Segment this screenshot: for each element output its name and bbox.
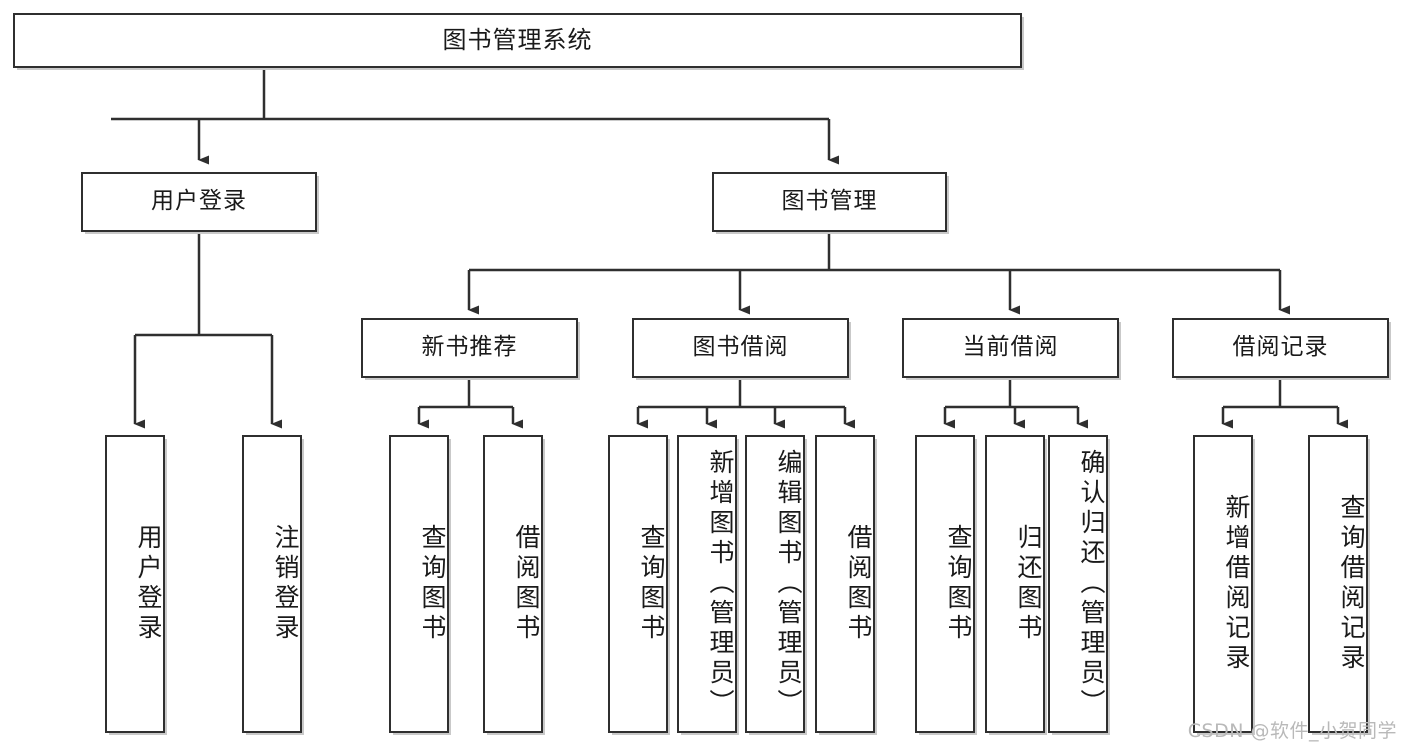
node-label: 查询图书 xyxy=(418,524,447,644)
node-user-login[interactable]: 用户登录 xyxy=(81,172,317,232)
node-label: 图书管理系统 xyxy=(442,26,593,55)
leaf-query-book-current[interactable]: 查询图书 xyxy=(915,435,975,733)
leaf-return-book[interactable]: 归还图书 xyxy=(985,435,1045,733)
node-label: 查询图书 xyxy=(637,524,666,644)
node-root-book-management-system[interactable]: 图书管理系统 xyxy=(13,13,1022,68)
leaf-confirm-return-admin[interactable]: 确认归还（管理员） xyxy=(1048,435,1108,733)
leaf-edit-book-admin[interactable]: 编辑图书（管理员） xyxy=(745,435,805,733)
node-new-book-recommend[interactable]: 新书推荐 xyxy=(361,318,578,378)
node-label: 当前借阅 xyxy=(962,334,1059,361)
leaf-borrow-book[interactable]: 借阅图书 xyxy=(815,435,875,733)
leaf-add-book-admin[interactable]: 新增图书（管理员） xyxy=(677,435,737,733)
leaf-add-borrow-record[interactable]: 新增借阅记录 xyxy=(1193,435,1253,733)
leaf-borrow-book-recommend[interactable]: 借阅图书 xyxy=(483,435,543,733)
leaf-query-borrow-record[interactable]: 查询借阅记录 xyxy=(1308,435,1368,733)
node-label: 借阅记录 xyxy=(1232,334,1329,361)
leaf-query-book-borrow[interactable]: 查询图书 xyxy=(608,435,668,733)
node-current-borrow[interactable]: 当前借阅 xyxy=(902,318,1119,378)
node-label: 新增图书（管理员） xyxy=(706,449,735,719)
node-label: 借阅图书 xyxy=(512,524,541,644)
node-label: 图书管理 xyxy=(781,188,878,215)
node-label: 确认归还（管理员） xyxy=(1077,449,1106,719)
node-label: 查询图书 xyxy=(944,524,973,644)
node-label: 图书借阅 xyxy=(692,334,789,361)
node-borrow-record[interactable]: 借阅记录 xyxy=(1172,318,1389,378)
node-book-borrow[interactable]: 图书借阅 xyxy=(632,318,849,378)
node-label: 查询借阅记录 xyxy=(1337,494,1366,674)
node-label: 用户登录 xyxy=(151,188,247,215)
node-label: 新增借阅记录 xyxy=(1222,494,1251,674)
node-label: 归还图书 xyxy=(1014,524,1043,644)
node-label: 注销登录 xyxy=(271,524,300,644)
watermark: CSDN @软件_小贺同学 xyxy=(1187,720,1397,742)
leaf-logout[interactable]: 注销登录 xyxy=(242,435,302,733)
leaf-user-login[interactable]: 用户登录 xyxy=(105,435,165,733)
node-book-management[interactable]: 图书管理 xyxy=(712,172,947,232)
node-label: 编辑图书（管理员） xyxy=(774,449,803,719)
node-label: 借阅图书 xyxy=(844,524,873,644)
node-label: 用户登录 xyxy=(134,524,163,644)
node-label: 新书推荐 xyxy=(421,334,518,361)
leaf-query-book-recommend[interactable]: 查询图书 xyxy=(389,435,449,733)
